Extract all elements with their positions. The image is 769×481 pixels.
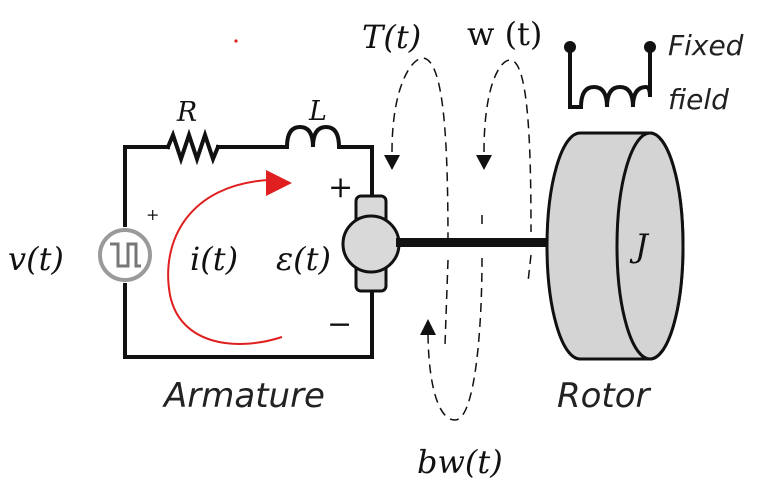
torque-loop bbox=[384, 57, 449, 346]
resistor bbox=[165, 128, 221, 166]
shaft bbox=[396, 238, 546, 247]
damping-loop bbox=[420, 215, 483, 421]
source-plus-sign: + bbox=[146, 205, 159, 224]
resistor-label: R bbox=[176, 97, 197, 128]
armature-caption: Armature bbox=[162, 376, 325, 416]
stray-dot bbox=[234, 39, 238, 43]
armature-circuit bbox=[123, 145, 374, 359]
voltage-source: + bbox=[98, 205, 159, 282]
fixed-field-label-line2: field bbox=[668, 83, 729, 116]
rotor bbox=[545, 131, 685, 361]
damping-label: bw(t) bbox=[417, 443, 503, 481]
inertia-label: J bbox=[629, 227, 650, 265]
motor-minus-sign: − bbox=[327, 307, 352, 342]
torque-label: T(t) bbox=[362, 18, 421, 56]
motor-plus-sign: + bbox=[328, 170, 353, 205]
omega-loop bbox=[476, 59, 532, 283]
current-label: i(t) bbox=[190, 240, 238, 278]
fixed-field-coil bbox=[564, 41, 656, 109]
inductor-label: L bbox=[308, 96, 327, 127]
rotor-caption: Rotor bbox=[557, 376, 652, 416]
voltage-label: v(t) bbox=[8, 240, 64, 278]
omega-label: w (t) bbox=[467, 15, 542, 53]
inductor bbox=[284, 124, 342, 150]
back-emf-label: ε(t) bbox=[276, 240, 331, 278]
motor bbox=[341, 194, 401, 293]
current-arrow bbox=[167, 170, 292, 345]
fixed-field-label-line1: Fixed bbox=[668, 29, 744, 62]
